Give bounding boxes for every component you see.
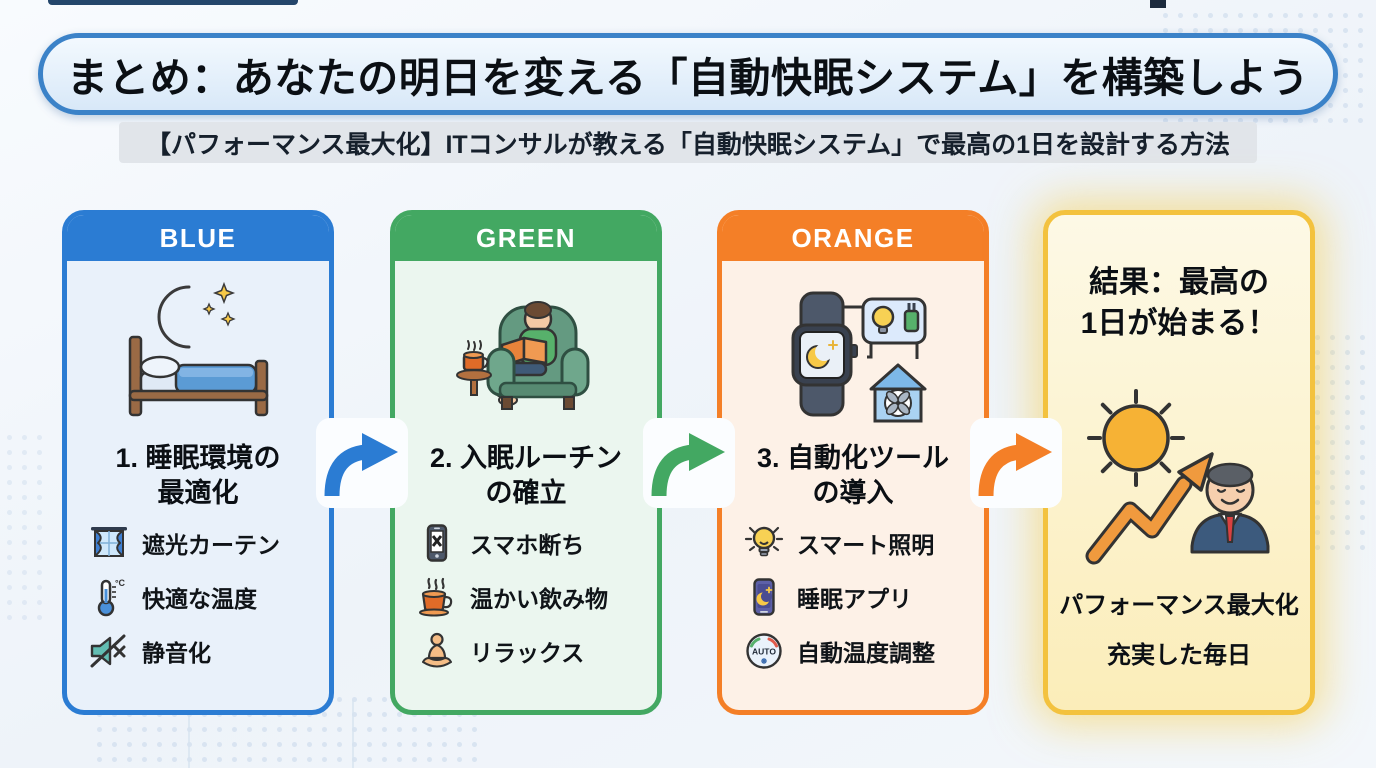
card-step1-sleep-environment: BLUE 1. 睡眠環境の 最適化 xyxy=(62,210,334,715)
result-title: 結果：最高の 1日が始まる！ xyxy=(1080,266,1278,340)
item-list: スマート照明 睡眠アプリ AUTO xyxy=(744,523,984,671)
smartwatch-smart-home-illustration xyxy=(722,269,984,439)
list-item: スマート照明 xyxy=(744,523,984,563)
card-tag-label: ORANGE xyxy=(722,215,984,261)
item-label: 快適な温度 xyxy=(142,586,257,613)
result-caption: パフォーマンス最大化 xyxy=(1059,592,1299,619)
auto-label: AUTO xyxy=(752,647,776,657)
item-label: スマホ断ち xyxy=(470,532,585,559)
list-item: AUTO 自動温度調整 xyxy=(744,631,984,671)
curtain-icon xyxy=(91,527,127,558)
step-title: 3. 自動化ツール の導入 xyxy=(756,443,950,508)
item-label: 温かい飲み物 xyxy=(470,586,608,613)
moon-and-bed-illustration xyxy=(67,269,329,439)
reading-in-armchair-illustration xyxy=(395,269,657,439)
result-caption: 充実した毎日 xyxy=(1107,642,1251,669)
step-title: 1. 睡眠環境の 最適化 xyxy=(115,443,281,508)
sunrise-growth-businessman-icon xyxy=(1085,389,1269,565)
list-item: スマホ断ち xyxy=(417,523,657,563)
item-label: リラックス xyxy=(470,640,585,667)
moon-and-bed-icon xyxy=(128,281,268,417)
item-label: 遮光カーテン xyxy=(142,532,280,559)
item-label: 自動温度調整 xyxy=(797,640,935,667)
flow-arrow-green xyxy=(651,433,725,497)
smart-devices-icon xyxy=(791,291,926,423)
flow-arrow-blue xyxy=(324,433,398,497)
auto-thermostat-icon: AUTO xyxy=(746,633,782,669)
top-edge-mark xyxy=(48,0,298,5)
title-banner: まとめ：あなたの明日を変える「自動快眠システム」を構築しよう xyxy=(38,33,1338,115)
smart-light-icon xyxy=(744,526,784,557)
hot-drink-icon xyxy=(419,577,453,617)
circuit-line-decoration xyxy=(352,700,354,768)
meditation-icon xyxy=(422,632,452,668)
top-edge-mark xyxy=(1150,0,1166,8)
list-item: °C 快適な温度 xyxy=(89,577,329,617)
celsius-label: °C xyxy=(115,578,126,588)
card-result: 結果：最高の 1日が始まる！ xyxy=(1043,210,1315,715)
circuit-line-decoration xyxy=(188,708,190,768)
list-item: 遮光カーテン xyxy=(89,523,329,563)
list-item: リラックス xyxy=(417,631,657,671)
list-item: 静音化 xyxy=(89,631,329,671)
card-tag-label: BLUE xyxy=(67,215,329,261)
subtitle-bar: 【パフォーマンス最大化】ITコンサルが教える「自動快眠システム」で最高の1日を設… xyxy=(119,122,1257,163)
card-tag-label: GREEN xyxy=(395,215,657,261)
sunrise-growth-illustration xyxy=(1048,346,1310,570)
flow-arrow-orange xyxy=(978,433,1052,497)
list-item: 温かい飲み物 xyxy=(417,577,657,617)
item-label: スマート照明 xyxy=(797,532,935,559)
step-title: 2. 入眠ルーチン の確立 xyxy=(429,443,623,508)
thermometer-icon: °C xyxy=(97,578,126,617)
sleep-app-icon xyxy=(753,578,775,616)
muted-speaker-icon xyxy=(90,634,126,668)
no-smartphone-icon xyxy=(426,524,448,562)
reading-person-icon xyxy=(455,301,589,410)
item-label: 静音化 xyxy=(142,640,211,667)
circuit-pattern-decoration xyxy=(2,430,42,630)
card-step3-automation-tools: ORANGE xyxy=(717,210,989,715)
page-subtitle: 【パフォーマンス最大化】ITコンサルが教える「自動快眠システム」で最高の1日を設… xyxy=(145,130,1231,159)
item-label: 睡眠アプリ xyxy=(797,586,912,613)
item-list: スマホ断ち 温かい飲み物 リラックス xyxy=(417,523,657,671)
card-step2-bedtime-routine: GREEN xyxy=(390,210,662,715)
list-item: 睡眠アプリ xyxy=(744,577,984,617)
item-list: 遮光カーテン °C 快適な温度 xyxy=(89,523,329,671)
page-title: まとめ：あなたの明日を変える「自動快眠システム」を構築しよう xyxy=(66,55,1310,101)
